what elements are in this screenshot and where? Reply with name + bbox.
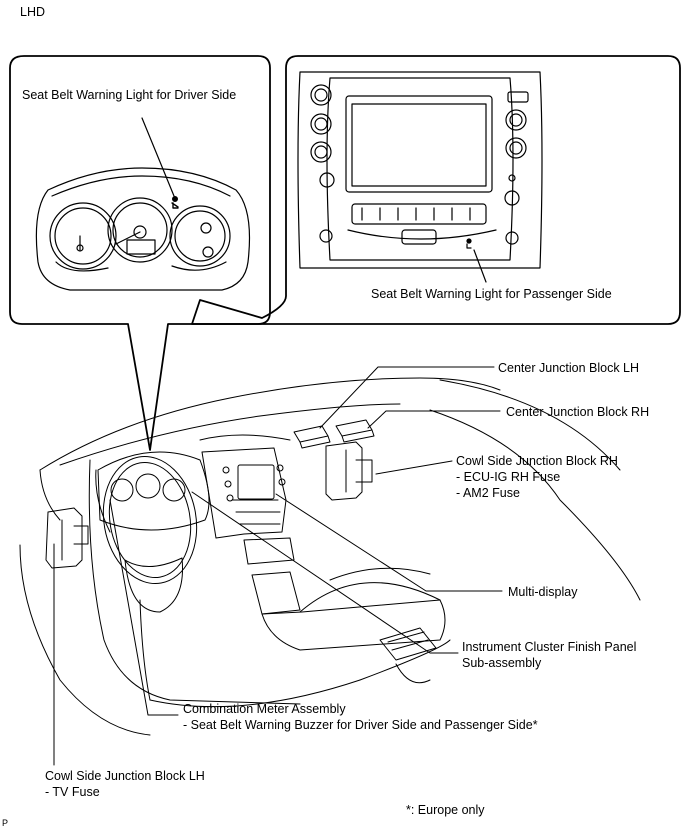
center-panel-drawing (297, 71, 543, 269)
meter-cluster-drawing (35, 167, 251, 291)
center-stack (201, 447, 301, 615)
leader-multi-display (275, 493, 503, 592)
cowl-lh-block (45, 507, 89, 569)
drive-type-label: LHD (20, 5, 46, 19)
leader-combo-meter (109, 499, 179, 716)
corner-mark: P (2, 818, 9, 828)
cjb-rh-block (335, 419, 375, 443)
driver-seatbelt-light-label: Seat Belt Warning Light for Driver Side (22, 88, 237, 102)
driver-inset (9, 55, 271, 451)
combination-meter-line2: - Seat Belt Warning Buzzer for Driver Si… (183, 718, 538, 732)
leader-cjb-lh (319, 366, 495, 429)
cowl-lh-line1: Cowl Side Junction Block LH (45, 769, 205, 783)
cowl-side-junction-block-rh-label: Cowl Side Junction Block RH - ECU-IG RH … (456, 453, 618, 501)
cowl-rh-fuse-2: - AM2 Fuse (456, 486, 520, 500)
leader-passenger-light (473, 249, 487, 283)
cowl-rh-block (325, 441, 373, 501)
cjb-lh-block (293, 425, 331, 449)
leader-cjb-rh (367, 410, 501, 429)
finish-panel-label: Instrument Cluster Finish Panel Sub-asse… (462, 639, 636, 671)
leader-cowl-rh (375, 460, 453, 475)
dashboard-drawing (19, 377, 641, 736)
cowl-side-junction-block-lh-label: Cowl Side Junction Block LH - TV Fuse (45, 768, 205, 800)
combination-meter-label: Combination Meter Assembly - Seat Belt W… (183, 701, 538, 733)
cowl-rh-fuse-1: - ECU-IG RH Fuse (456, 470, 561, 484)
passenger-seatbelt-light-label: Seat Belt Warning Light for Passenger Si… (371, 287, 612, 301)
multi-display-label: Multi-display (508, 585, 578, 599)
leader-lines (53, 366, 503, 766)
seatbelt-warning-icon (466, 238, 472, 249)
center-junction-block-rh-label: Center Junction Block RH (506, 405, 650, 419)
steering-wheel (102, 455, 198, 701)
finish-panel-line1: Instrument Cluster Finish Panel (462, 640, 637, 654)
finish-panel-line2: Sub-assembly (462, 656, 542, 670)
leader-driver-light (141, 117, 175, 197)
leader-finish-panel (191, 491, 459, 654)
cowl-lh-line2: - TV Fuse (45, 785, 100, 799)
passenger-inset (191, 55, 681, 325)
footnote: *: Europe only (406, 803, 485, 817)
seatbelt-warning-icon (171, 196, 179, 209)
center-console (261, 567, 446, 651)
center-junction-block-lh-label: Center Junction Block LH (498, 361, 640, 375)
combination-meter-line1: Combination Meter Assembly (183, 702, 346, 716)
cowl-rh-title: Cowl Side Junction Block RH (456, 454, 618, 468)
passenger-vents (379, 627, 437, 684)
